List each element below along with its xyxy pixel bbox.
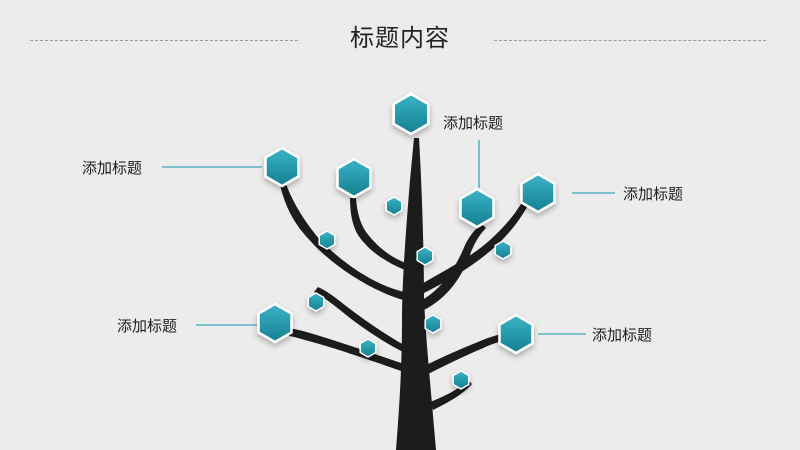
hex-small-5-icon <box>307 292 325 312</box>
hex-small-8-icon <box>452 370 470 390</box>
label-right-bottom: 添加标题 <box>592 326 653 344</box>
tree-trunk <box>272 138 533 450</box>
branch-upper-right <box>422 224 486 310</box>
hex-top-icon <box>392 92 430 136</box>
hex-mid-left-icon <box>336 157 372 199</box>
hex-small-7-icon <box>359 338 377 358</box>
hex-small-6-icon <box>424 314 442 334</box>
branch-mid-left <box>350 198 406 270</box>
label-right-top: 添加标题 <box>623 185 684 203</box>
label-left-top: 添加标题 <box>82 159 143 177</box>
branch-lower-right <box>420 331 515 377</box>
title-divider-right <box>494 40 766 41</box>
hex-left-top-icon <box>264 146 300 188</box>
connectors <box>162 140 615 335</box>
branch-lower-left <box>272 327 404 372</box>
hex-small-3-icon <box>416 246 434 266</box>
label-left-bottom: 添加标题 <box>117 317 178 335</box>
hex-center-right-icon <box>459 187 495 229</box>
branch-upper-left <box>280 184 404 300</box>
hexagon-nodes <box>257 92 556 390</box>
branch-lower-left-upper <box>314 287 404 352</box>
hex-small-1-icon <box>385 196 403 216</box>
hex-right-top-icon <box>520 172 556 214</box>
label-top-center: 添加标题 <box>443 114 504 132</box>
branch-right-long <box>420 190 533 294</box>
hex-small-4-icon <box>494 240 512 260</box>
slide-title: 标题内容 <box>350 24 450 52</box>
title-divider-left <box>30 40 298 41</box>
hex-left-bottom-icon <box>257 302 293 344</box>
hex-small-2-icon <box>318 230 336 250</box>
hex-right-bottom-icon <box>498 313 534 355</box>
